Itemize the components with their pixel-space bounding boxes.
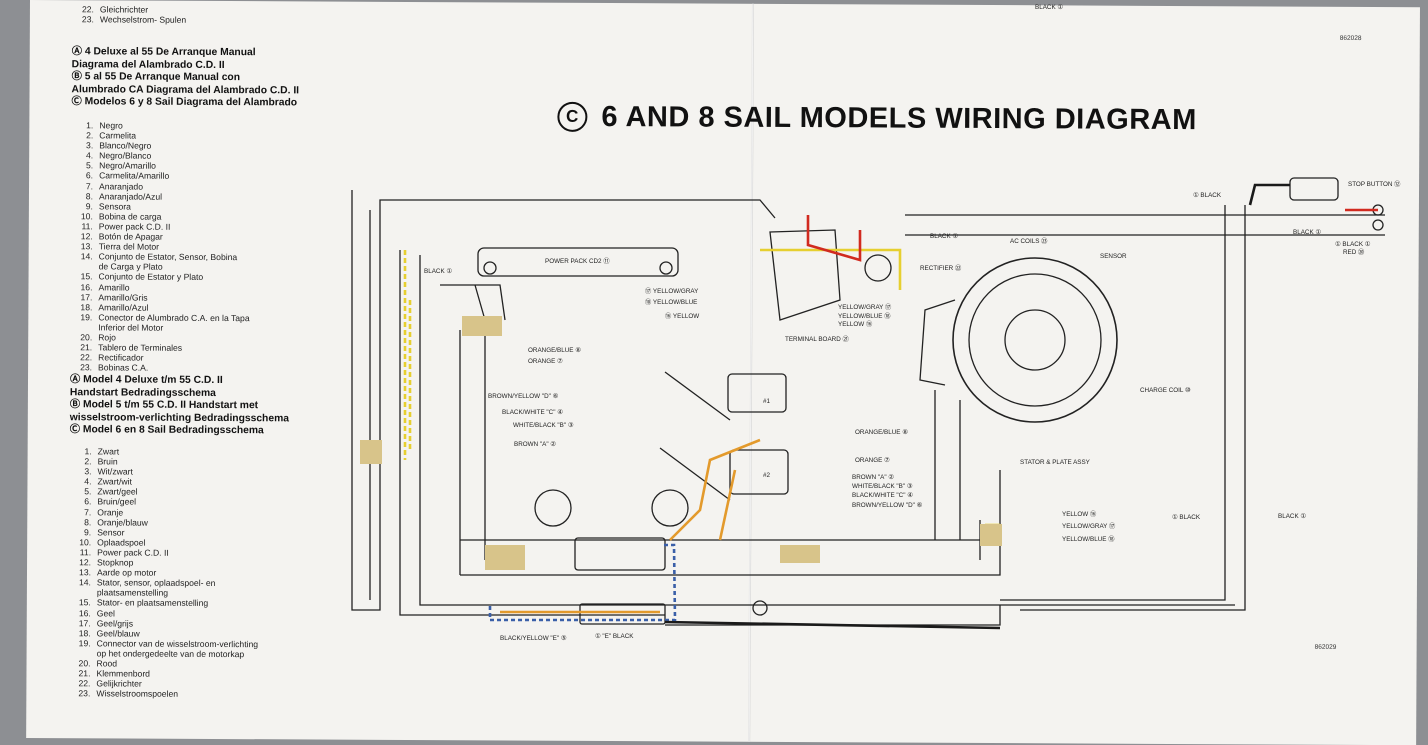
- label-stop-button: STOP BUTTON ⑫: [1348, 180, 1401, 188]
- harness-right: [1000, 205, 1245, 610]
- stop-button: [1290, 178, 1338, 200]
- harness-left-inner: [400, 250, 665, 615]
- terminal-board: [770, 230, 840, 320]
- label-white-black-b-right: WHITE/BLACK "B" ③: [852, 483, 913, 490]
- label-yellow-blue-18: YELLOW/BLUE ⑱: [1062, 535, 1115, 543]
- label-orange-blue-1: ORANGE/BLUE ⑧: [528, 347, 581, 354]
- label-black-white-c: BLACK/WHITE "C" ④: [502, 409, 563, 416]
- label-brown-yellow-d: BROWN/YELLOW "D" ⑥: [488, 393, 558, 400]
- label-rectifier: RECTIFIER ㉒: [920, 264, 962, 272]
- label-black-right-b: ① BLACK ①: [1335, 241, 1370, 248]
- red-wire: [808, 215, 860, 260]
- rectifier: [865, 255, 891, 281]
- label-black-upper: BLACK ①: [930, 233, 958, 240]
- label-charge-coil: CHARGE COIL ⑩: [1140, 387, 1191, 394]
- label-yellow-right: YELLOW ⑯: [838, 320, 873, 328]
- label-orange-2: ORANGE ⑦: [855, 457, 890, 464]
- label-yellow-blue-left: ⑱ YELLOW/BLUE: [645, 298, 697, 306]
- connector-right: [652, 490, 688, 526]
- label-terminal-board: TERMINAL BOARD ㉑: [785, 335, 849, 343]
- label-white-black-b: WHITE/BLACK "B" ③: [513, 422, 574, 429]
- label-orange-1: ORANGE ⑦: [528, 358, 563, 365]
- label-red: RED ⑳: [1343, 248, 1365, 256]
- harness-bottom: [460, 540, 1000, 575]
- label-black-right-a: BLACK ①: [1293, 229, 1321, 236]
- connector-left: [535, 490, 571, 526]
- label-cyl-2: #2: [763, 472, 771, 479]
- label-black-stop: ① BLACK: [1193, 192, 1222, 199]
- label-orange-blue-2: ORANGE/BLUE ⑧: [855, 429, 908, 436]
- label-sensor: SENSOR: [1100, 253, 1127, 260]
- label-yellow-gray-17: YELLOW/GRAY ⑰: [1062, 522, 1116, 530]
- label-yellow-16: YELLOW ⑯: [1062, 510, 1097, 518]
- label-yellow-gray-left: ⑰ YELLOW/GRAY: [645, 287, 699, 295]
- label-yellow-gray-right: YELLOW/GRAY ⑰: [838, 303, 892, 311]
- harness-left-outer: [352, 190, 775, 610]
- label-black-white-c-right: BLACK/WHITE "C" ④: [852, 492, 913, 499]
- cylinder-2: [730, 450, 788, 494]
- label-brown-a-right: BROWN "A" ②: [852, 474, 894, 481]
- label-yellow-left: ⑯ YELLOW: [665, 312, 699, 320]
- label-stator-plate: STATOR & PLATE ASSY: [1020, 459, 1091, 466]
- label-yellow-blue-right: YELLOW/BLUE ⑱: [838, 312, 891, 320]
- cylinder-1: [728, 374, 786, 412]
- power-pack-label: POWER PACK CD2 ⑪: [545, 257, 610, 265]
- label-black-lower-right-a: ① BLACK: [1172, 514, 1201, 521]
- orange-wire: [670, 440, 760, 540]
- label-brown-a: BROWN "A" ②: [514, 441, 556, 448]
- label-black-yellow-e: BLACK/YELLOW "E" ⑤: [500, 635, 566, 642]
- label-cyl-1: #1: [763, 398, 771, 405]
- label-e-black: ① "E" BLACK: [595, 633, 634, 640]
- label-black-lower-right-b: BLACK ①: [1278, 513, 1306, 520]
- label-ac-coils: AC COILS ㉓: [1010, 237, 1048, 245]
- stator-plate: [953, 258, 1117, 422]
- label-black-left: BLACK ①: [424, 268, 452, 275]
- label-black-top: BLACK ①: [1035, 4, 1063, 11]
- label-brown-yellow-d-right: BROWN/YELLOW "D" ⑥: [852, 502, 922, 509]
